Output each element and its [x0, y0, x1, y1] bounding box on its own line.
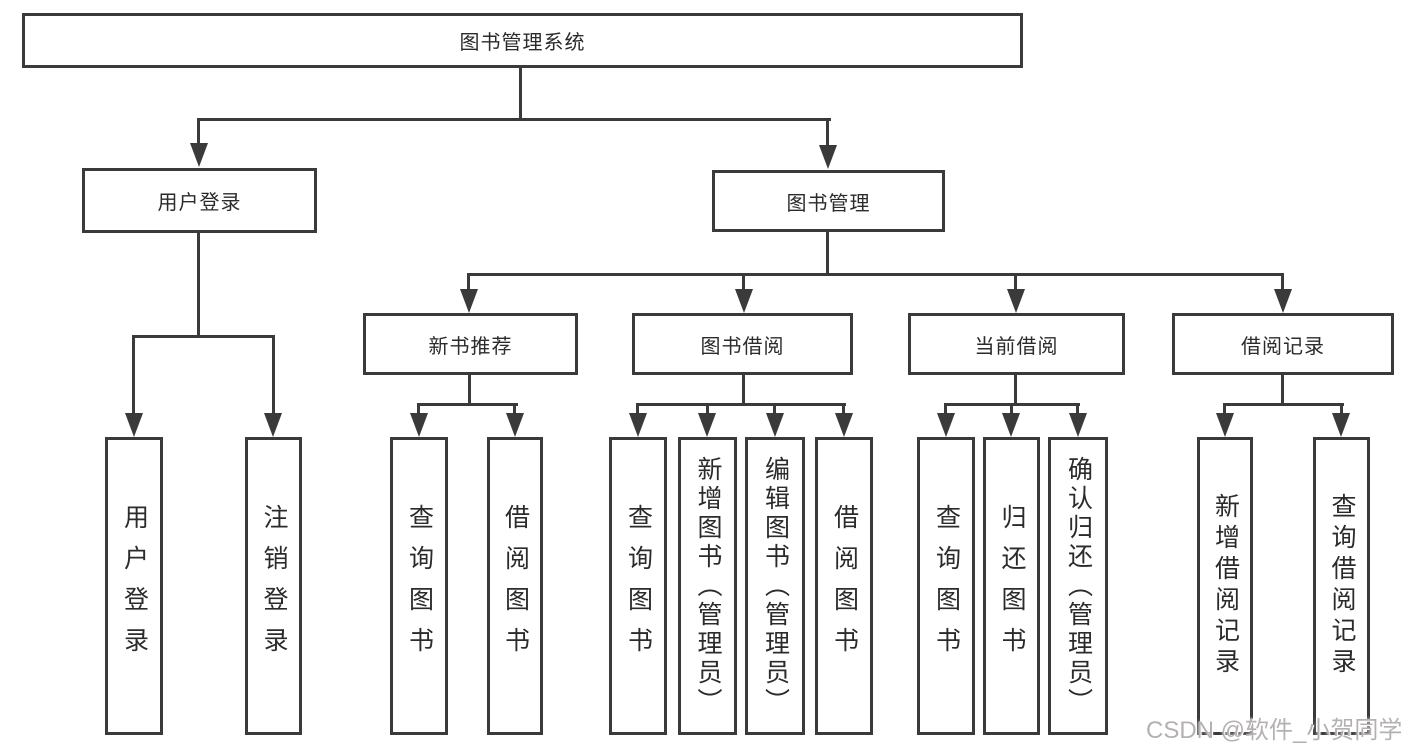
- connector-user-login-stem: [197, 233, 200, 335]
- node-library-system: 图书管理系统: [22, 13, 1023, 68]
- arrow-down-icon: [460, 289, 478, 313]
- connector-leaf-drop: [1010, 403, 1013, 414]
- leaf-query-books-recommend-label: 查询图书: [405, 504, 434, 668]
- leaf-user-login: 用户登录: [105, 437, 163, 735]
- csdn-watermark: CSDN @软件_小贺同学: [1146, 717, 1403, 744]
- arrow-down-icon: [735, 289, 753, 313]
- connector-leaf-drop: [1223, 403, 1226, 414]
- arrow-down-icon: [1007, 289, 1025, 313]
- leaf-query-books-recommend: 查询图书: [390, 437, 448, 735]
- node-new-book-recommend-label: 新书推荐: [428, 335, 513, 358]
- connector-leaf-drop: [1340, 403, 1343, 414]
- arrow-down-icon: [819, 145, 837, 169]
- connector-l3-drop: [1014, 273, 1017, 289]
- connector-book-mgmt-stem: [826, 232, 829, 273]
- leaf-user-login-label: 用户登录: [120, 504, 149, 668]
- connector-leaf-drop: [417, 403, 420, 414]
- leaf-add-book-admin-label: 新增图书（管理员）: [694, 455, 722, 717]
- leaf-confirm-return-admin-label: 确认归还（管理员）: [1064, 455, 1093, 717]
- arrow-down-icon: [1332, 413, 1350, 437]
- node-current-borrowing-label: 当前借阅: [974, 335, 1059, 358]
- leaf-borrow-books-recommend: 借阅图书: [487, 437, 543, 735]
- arrow-down-icon: [1216, 413, 1234, 437]
- leaf-logout-label: 注销登录: [260, 504, 288, 668]
- node-library-system-label: 图书管理系统: [459, 32, 586, 54]
- connector-bb-stem: [742, 375, 745, 403]
- leaf-query-books-borrowing: 查询图书: [609, 437, 667, 735]
- node-book-management: 图书管理: [712, 170, 945, 232]
- connector-root-bus: [197, 118, 831, 121]
- leaf-query-books-borrowing-label: 查询图书: [624, 504, 653, 668]
- connector-book-mgmt-drop: [826, 118, 829, 145]
- node-current-borrowing: 当前借阅: [908, 313, 1125, 375]
- connector-rec-bus: [418, 403, 518, 406]
- leaf-confirm-return-admin: 确认归还（管理员）: [1048, 437, 1108, 735]
- connector-l3-drop: [742, 273, 745, 289]
- arrow-down-icon: [629, 413, 647, 437]
- leaf-borrow-books-recommend-label: 借阅图书: [501, 504, 530, 668]
- leaf-borrow-books-borrowing-label: 借阅图书: [830, 504, 859, 668]
- arrow-down-icon: [766, 413, 784, 437]
- arrow-down-icon: [190, 143, 208, 167]
- connector-cb-stem: [1014, 375, 1017, 403]
- leaf-borrow-books-borrowing: 借阅图书: [815, 437, 873, 735]
- node-user-login: 用户登录: [82, 168, 317, 233]
- connector-leaf-drop: [773, 403, 776, 414]
- connector-br-stem: [1281, 375, 1284, 403]
- connector-leaf-drop: [132, 335, 135, 413]
- connector-leaf-drop: [842, 403, 845, 414]
- leaf-logout: 注销登录: [245, 437, 302, 735]
- connector-user-login-drop: [197, 118, 200, 143]
- leaf-return-book: 归还图书: [983, 437, 1040, 735]
- arrow-down-icon: [125, 413, 143, 437]
- connector-rec-stem: [468, 375, 471, 403]
- leaf-add-borrow-record: 新增借阅记录: [1197, 437, 1253, 735]
- leaf-add-borrow-record-label: 新增借阅记录: [1211, 493, 1240, 679]
- leaf-edit-book-admin-label: 编辑图书（管理员）: [761, 455, 790, 717]
- node-new-book-recommend: 新书推荐: [363, 313, 578, 375]
- arrow-down-icon: [835, 413, 853, 437]
- connector-leaf-drop: [636, 403, 639, 414]
- node-borrowing-records-label: 借阅记录: [1241, 335, 1325, 358]
- leaf-return-book-label: 归还图书: [998, 504, 1026, 668]
- connector-user-login-bus: [133, 335, 275, 338]
- leaf-query-books-current-label: 查询图书: [932, 504, 961, 668]
- arrow-down-icon: [937, 413, 955, 437]
- arrow-down-icon: [506, 413, 524, 437]
- connector-leaf-drop: [706, 403, 709, 414]
- connector-bb-bus: [637, 403, 846, 406]
- arrow-down-icon: [1002, 413, 1020, 437]
- node-user-login-label: 用户登录: [157, 192, 242, 214]
- connector-leaf-drop: [272, 335, 275, 413]
- connector-l3-drop: [1281, 273, 1284, 289]
- connector-level3-bus: [468, 273, 1284, 276]
- leaf-add-book-admin: 新增图书（管理员）: [678, 437, 737, 735]
- arrow-down-icon: [410, 413, 428, 437]
- node-book-management-label: 图书管理: [786, 192, 871, 215]
- connector-leaf-drop: [944, 403, 947, 414]
- connector-leaf-drop: [1076, 403, 1079, 414]
- arrow-down-icon: [264, 413, 282, 437]
- connector-root-stem: [519, 68, 522, 118]
- leaf-query-borrow-record-label: 查询借阅记录: [1328, 493, 1356, 679]
- connector-l3-drop: [467, 273, 470, 289]
- arrow-down-icon: [698, 413, 716, 437]
- node-book-borrowing-label: 图书借阅: [700, 335, 785, 358]
- node-book-borrowing: 图书借阅: [632, 313, 853, 375]
- arrow-down-icon: [1069, 413, 1087, 437]
- node-borrowing-records: 借阅记录: [1172, 313, 1394, 375]
- connector-leaf-drop: [513, 403, 516, 414]
- arrow-down-icon: [1274, 289, 1292, 313]
- leaf-query-books-current: 查询图书: [917, 437, 975, 735]
- connector-br-bus: [1224, 403, 1344, 406]
- leaf-edit-book-admin: 编辑图书（管理员）: [745, 437, 805, 735]
- leaf-query-borrow-record: 查询借阅记录: [1313, 437, 1370, 735]
